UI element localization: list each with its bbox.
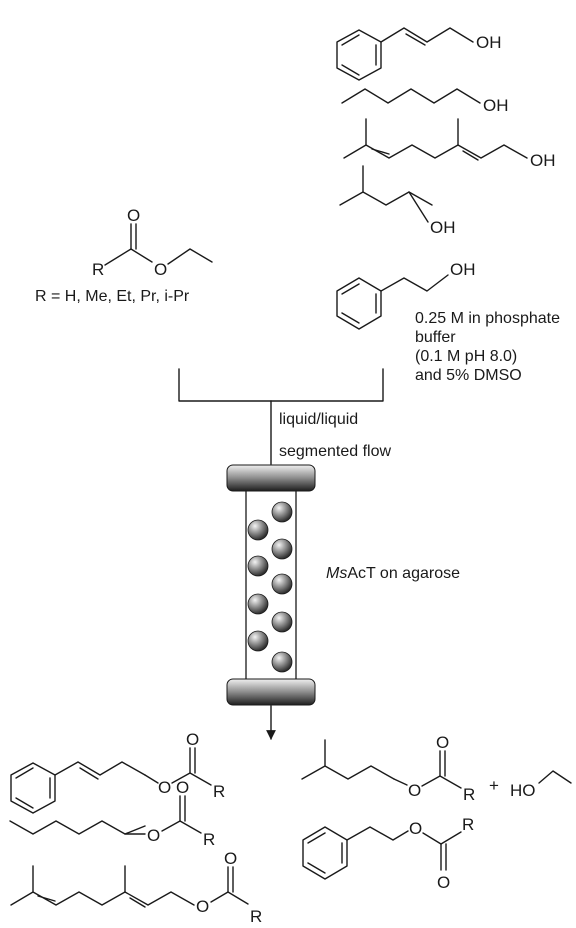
ethanol-coproduct: HO — [510, 770, 572, 800]
ethanol-hydroxyl-label: HO — [510, 781, 536, 800]
enzyme-bead — [247, 630, 269, 652]
carbonyl-oxygen-label: O — [186, 730, 199, 749]
mixing-tee — [178, 368, 384, 465]
enzyme-bead — [271, 538, 293, 560]
cinnamyl-ester-product: O O R — [10, 730, 225, 814]
ester-oxygen-label: O — [408, 781, 421, 800]
enzyme-bead — [247, 519, 269, 541]
reactor-top-cap — [226, 464, 316, 492]
hydroxyl-label: OH — [483, 96, 509, 115]
r-group-definition: R = H, Me, Et, Pr, i-Pr — [35, 288, 190, 305]
carbonyl-oxygen-label: O — [437, 873, 450, 892]
enzyme-bead — [271, 573, 293, 595]
ester-oxygen-label: O — [196, 897, 209, 916]
alcohol-conditions: 0.25 M in phosphate buffer (0.1 M pH 8.0… — [415, 310, 560, 384]
r-group-label: R — [92, 260, 104, 279]
conditions-line: buffer — [415, 329, 456, 346]
plus-sign: + — [489, 776, 499, 795]
hexanol-structure: OH — [341, 88, 509, 115]
ester-oxygen-label: O — [158, 778, 171, 797]
r-group-label: R — [463, 785, 475, 804]
conditions-line: and 5% DMSO — [415, 367, 522, 384]
ester-oxygen-label: O — [409, 819, 422, 838]
enzyme-label: MsAcT on agarose — [326, 565, 460, 582]
phenylethanol-structure: OH — [336, 260, 476, 330]
carbonyl-oxygen-label: O — [127, 206, 140, 225]
enzyme-bead — [271, 611, 293, 633]
isoamyl-ester-product: O O R + — [301, 733, 499, 804]
ethyl-ester-structure: O O R R = H, Me, Et, Pr, i-Pr — [35, 206, 213, 305]
carbonyl-oxygen-label: O — [436, 733, 449, 752]
conditions-line: (0.1 M pH 8.0) — [415, 348, 517, 365]
hydroxyl-label: OH — [476, 33, 502, 52]
ester-oxygen-label: O — [147, 826, 160, 845]
carbonyl-oxygen-label: O — [176, 778, 189, 797]
cinnamyl-alcohol-structure: OH — [336, 27, 502, 81]
hydroxyl-label: OH — [530, 151, 556, 170]
geraniol-structure: OH — [343, 118, 556, 170]
conditions-line: 0.25 M in phosphate — [415, 310, 560, 327]
carbonyl-oxygen-label: O — [224, 849, 237, 868]
geranyl-ester-product: O O R — [10, 849, 262, 926]
r-group-label: R — [213, 782, 225, 801]
r-group-label: R — [250, 907, 262, 926]
hydroxyl-label: OH — [450, 260, 476, 279]
enzyme-bead — [247, 593, 269, 615]
enzyme-bead — [271, 651, 293, 673]
phenylethyl-ester-product: O O R — [302, 815, 474, 892]
packed-bed-reactor — [226, 464, 316, 706]
r-group-label: R — [462, 815, 474, 834]
isoamyl-alcohol-structure: OH — [339, 165, 456, 237]
hexyl-ester-product: O O R — [9, 778, 215, 849]
enzyme-bead — [271, 501, 293, 523]
r-group-label: R — [203, 830, 215, 849]
flow-label: liquid/liquid — [279, 411, 358, 428]
bead-bed — [247, 501, 293, 673]
ester-oxygen-label: O — [154, 260, 167, 279]
flow-label: segmented flow — [279, 443, 392, 460]
hydroxyl-label: OH — [430, 218, 456, 237]
reactor-bottom-cap — [226, 678, 316, 706]
enzyme-bead — [247, 555, 269, 577]
